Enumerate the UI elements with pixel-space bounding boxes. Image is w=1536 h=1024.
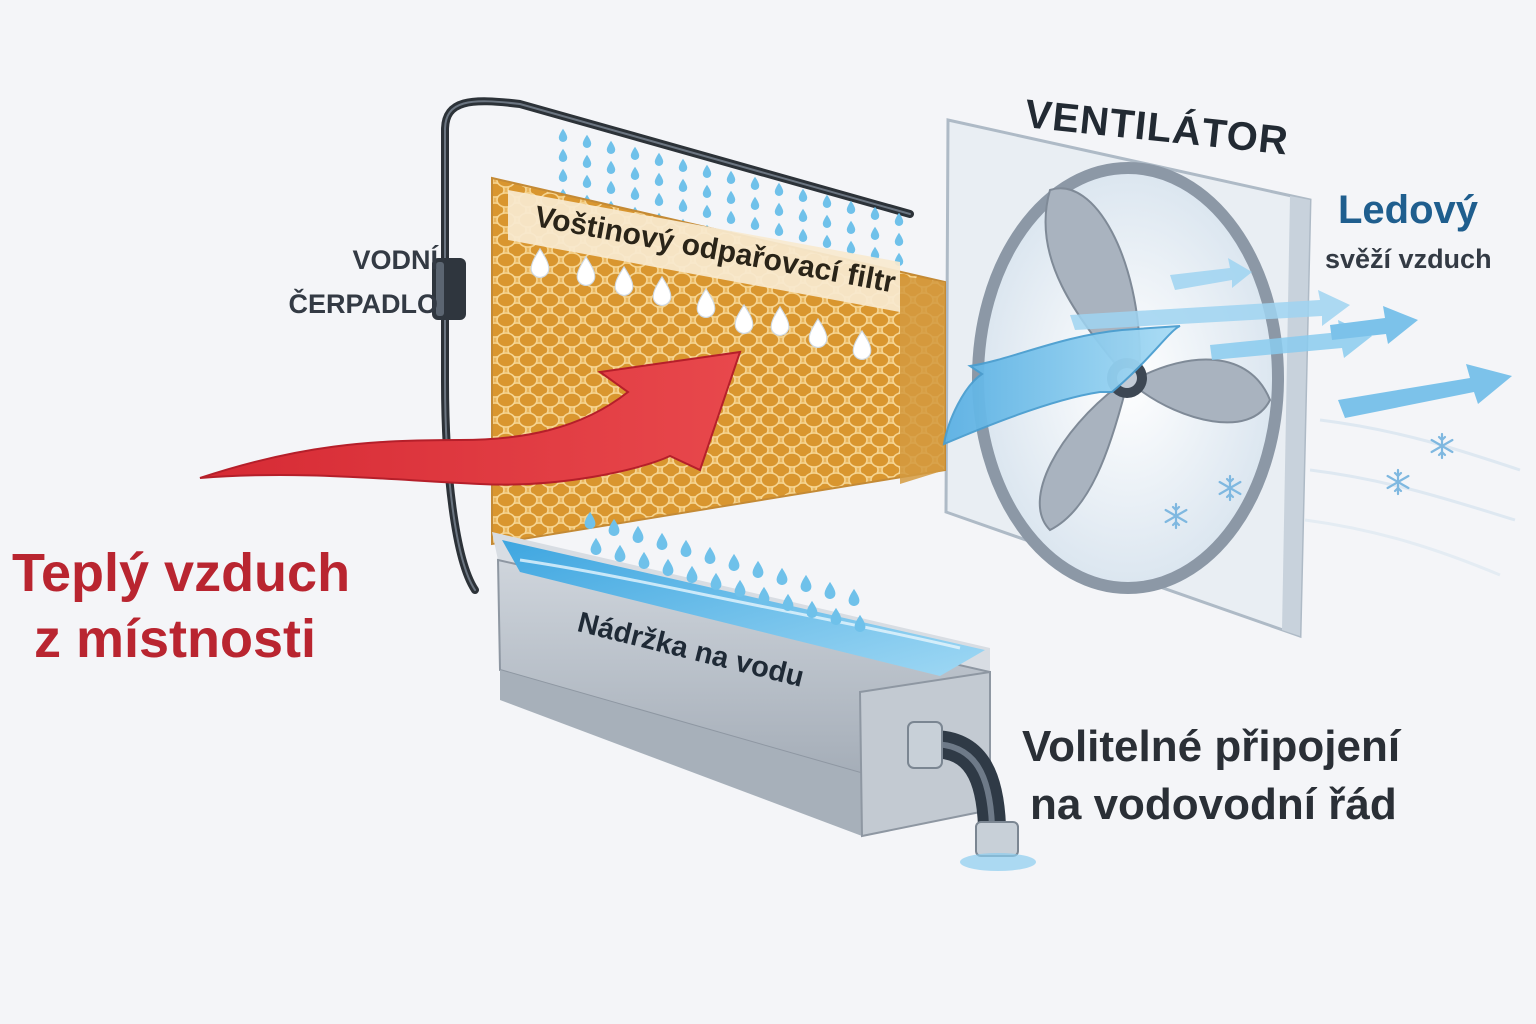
arrow-icon — [1210, 320, 1372, 360]
water-drop-icon — [894, 232, 904, 246]
warm-air-label: Teplý vzduch z místnosti — [12, 540, 350, 672]
water-drop-icon — [774, 222, 784, 236]
water-drop-icon — [656, 532, 668, 550]
water-drop-icon — [750, 176, 760, 190]
arrow-icon — [1170, 258, 1252, 290]
water-drop-icon — [606, 180, 616, 194]
cold-air-arrows — [1070, 258, 1512, 418]
water-drop-icon — [726, 170, 736, 184]
cold-air-subtitle: svěží vzduch — [1325, 244, 1492, 274]
cold-air-title: Ledový — [1338, 188, 1479, 232]
water-drop-icon — [822, 194, 832, 208]
water-drop-icon — [806, 600, 818, 618]
water-pump-label-line2: ČERPADLO — [288, 289, 438, 319]
water-drop-icon — [776, 567, 788, 585]
water-drop-icon — [558, 148, 568, 162]
water-drop-icon — [846, 240, 856, 254]
water-drop-icon — [606, 160, 616, 174]
water-drop-icon — [678, 178, 688, 192]
water-drop-icon — [632, 525, 644, 543]
water-drop-icon — [822, 234, 832, 248]
mains-label-line1: Volitelné připojení — [1022, 722, 1401, 771]
cold-air-wisps — [1304, 418, 1521, 577]
pump-pipe — [441, 97, 914, 594]
water-drop-icon — [822, 214, 832, 228]
water-drop-icon — [800, 574, 812, 592]
water-drop-icon — [662, 558, 674, 576]
water-drop-icon — [798, 208, 808, 222]
water-drop-icon — [848, 588, 860, 606]
water-drop-icon — [558, 128, 568, 142]
pump-body — [432, 258, 466, 320]
warm-air-label-line1: Teplý vzduch — [12, 543, 351, 603]
cold-air-arrow — [942, 325, 1181, 446]
water-drop-icon — [686, 565, 698, 583]
water-drop-icon — [750, 196, 760, 210]
water-drop-icon — [582, 154, 592, 168]
water-drop-icon — [774, 182, 784, 196]
water-drop-icon — [870, 226, 880, 240]
warm-air-label-line2: z místnosti — [34, 609, 317, 669]
water-drop-icon — [774, 202, 784, 216]
water-drop-icon — [678, 198, 688, 212]
water-pump-label-line1: VODNÍ — [352, 245, 438, 275]
water-drop-icon — [750, 216, 760, 230]
water-drop-icon — [710, 572, 722, 590]
water-drop-icon — [726, 210, 736, 224]
water-drop-icon — [734, 579, 746, 597]
water-drop-icon — [846, 200, 856, 214]
water-drop-icon — [630, 146, 640, 160]
water-drop-icon — [606, 140, 616, 154]
water-drop-icon — [654, 152, 664, 166]
water-drop-icon — [702, 184, 712, 198]
mains-connection-label: Volitelné připojení na vodovodní řád — [1022, 718, 1400, 834]
water-tank — [492, 532, 991, 838]
arrow-icon — [1338, 364, 1512, 418]
water-drop-icon — [638, 551, 650, 569]
water-drop-icon — [654, 172, 664, 186]
water-drop-icon — [798, 188, 808, 202]
water-drop-icon — [680, 539, 692, 557]
water-drop-icon — [614, 544, 626, 562]
snowflake-icon — [1386, 468, 1410, 496]
water-drop-icon — [726, 190, 736, 204]
water-drop-icon — [830, 607, 842, 625]
water-pump-label: VODNÍ ČERPADLO — [258, 238, 438, 326]
water-drop-icon — [630, 166, 640, 180]
water-drop-icon — [846, 220, 856, 234]
water-drop-icon — [702, 204, 712, 218]
water-drop-icon — [752, 560, 764, 578]
mains-connection — [907, 721, 1036, 871]
water-drop-icon — [798, 228, 808, 242]
water-drop-icon — [558, 168, 568, 182]
water-drop-icon — [824, 581, 836, 599]
mains-label-line2: na vodovodní řád — [1030, 780, 1397, 829]
arrow-icon — [1330, 306, 1418, 344]
water-drop-icon — [758, 586, 770, 604]
water-drop-icon — [728, 553, 740, 571]
water-drop-icon — [582, 174, 592, 188]
water-drop-icon — [702, 164, 712, 178]
water-drop-icon — [678, 158, 688, 172]
arrow-icon — [1070, 290, 1350, 330]
water-drop-icon — [782, 593, 794, 611]
water-drop-icon — [590, 537, 602, 555]
water-drop-icon — [654, 192, 664, 206]
water-drop-icon — [704, 546, 716, 564]
water-drop-icon — [630, 186, 640, 200]
water-drop-icon — [582, 134, 592, 148]
warm-air-arrow — [199, 350, 742, 486]
